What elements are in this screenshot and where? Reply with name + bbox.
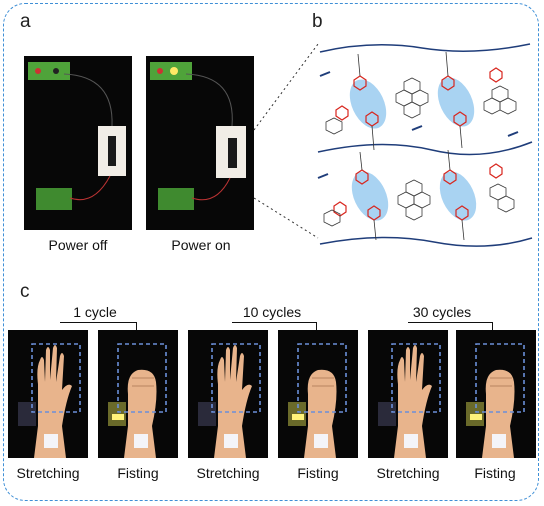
panel-label-c: c [20, 281, 30, 302]
photo-stretching-arm [368, 330, 448, 458]
caption-stretching-10: Stretching [196, 465, 260, 481]
caption-stretching-30: Stretching [376, 465, 440, 481]
caption-fisting-10: Fisting [297, 465, 339, 481]
molecular-network-diagram [317, 43, 533, 247]
photo-stretching-arm [8, 330, 88, 458]
photo-stretching-arm [188, 330, 268, 458]
caption-stretching-1: Stretching [16, 465, 80, 481]
circuit-illustration [28, 62, 126, 210]
caption-power-on: Power on [171, 237, 231, 253]
caption-fisting-1: Fisting [117, 465, 159, 481]
cycle-bracket-1 [60, 322, 137, 331]
panel-label-b: b [312, 11, 323, 32]
cycle-bracket-30 [408, 322, 493, 331]
photo-fisting-arm [456, 330, 536, 458]
panel-label-a: a [20, 11, 31, 32]
photo-fisting-arm [278, 330, 358, 458]
circuit-illustration [150, 62, 246, 210]
cycle-label-1: 1 cycle [73, 304, 117, 320]
cycle-bracket-10 [232, 322, 317, 331]
figure-frame [3, 3, 539, 501]
photo-power-on [146, 56, 254, 230]
photo-power-off [24, 56, 132, 230]
cycle-label-10: 10 cycles [242, 304, 302, 320]
caption-fisting-30: Fisting [474, 465, 516, 481]
photo-fisting-arm [98, 330, 178, 458]
caption-power-off: Power off [48, 237, 108, 253]
cycle-label-30: 30 cycles [412, 304, 472, 320]
